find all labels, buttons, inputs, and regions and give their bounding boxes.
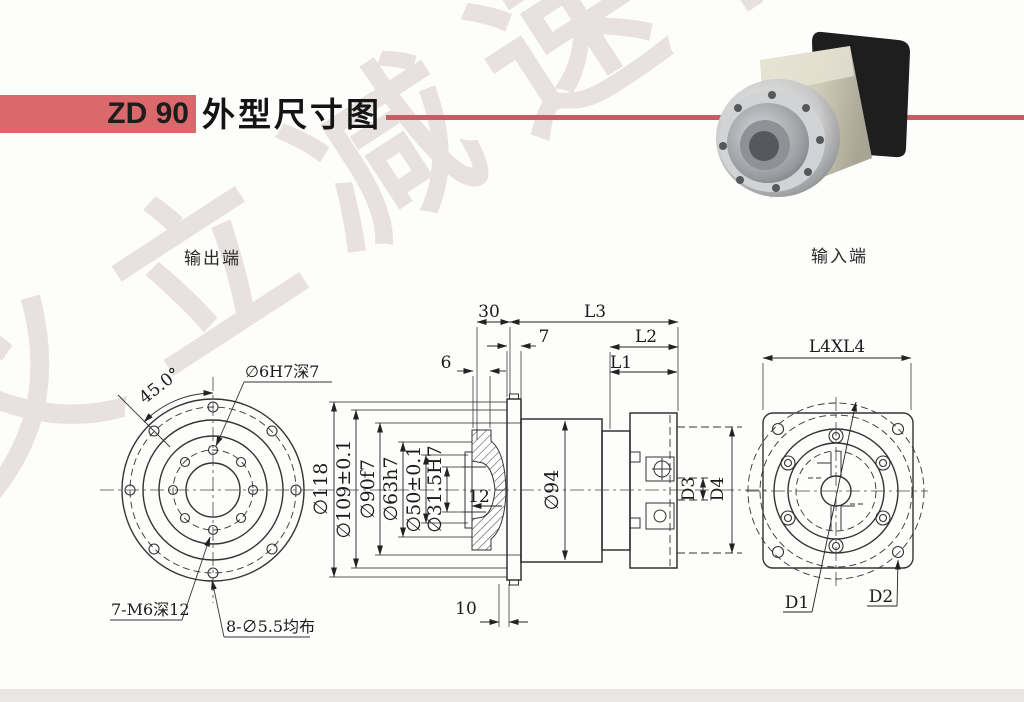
input-end-view [746, 355, 928, 613]
dim-label-10: 10 [455, 599, 477, 619]
clamp-hub-detail [808, 452, 864, 530]
dim-label-dia90: ∅90f7 [357, 459, 379, 519]
angle-arc [143, 390, 214, 423]
dim-label-dia109: ∅109±0.1 [333, 440, 355, 539]
mounting-flange [506, 398, 522, 581]
frame-dimension [762, 355, 912, 410]
leader-lines [110, 381, 332, 638]
dim-label-L1: L1 [610, 353, 632, 373]
dim-label-dia63: ∅63h7 [380, 456, 402, 521]
dim-label-pin-hole: ∅6H7深7 [245, 362, 319, 381]
header-accent-block: ZD 90 [0, 95, 196, 133]
dim-label-angle: 45.0° [135, 364, 184, 408]
product-model: ZD 90 [107, 97, 189, 130]
output-end-view [100, 377, 332, 638]
output-end-label: 输出端 [184, 249, 241, 269]
page-edge-strip [0, 689, 1024, 702]
dim-label-L4XL4: L4XL4 [809, 337, 865, 357]
dim-label-tapped-holes: 7-M6深12 [111, 600, 190, 619]
input-end-label: 输入端 [811, 247, 868, 267]
dim-label-D3: D3 [679, 477, 699, 501]
dim-label-6: 6 [441, 353, 452, 373]
diameter-dimensions [329, 401, 568, 578]
neck-section [601, 430, 631, 551]
dim-label-30: 30 [478, 302, 500, 322]
dim-label-bolt-holes: 8-∅5.5均布 [226, 617, 315, 636]
dim-label-7: 7 [539, 327, 550, 347]
dim-label-D2: D2 [869, 587, 893, 607]
product-photo [716, 31, 910, 198]
dim-label-D1: D1 [785, 593, 809, 613]
dim-label-dia315: ∅31.5H7 [424, 445, 446, 533]
photo-bolt-holes [719, 91, 824, 192]
dim-label-dia118: ∅118 [310, 463, 332, 516]
keyway-symbols [645, 456, 675, 530]
dim-label-L2: L2 [635, 327, 657, 347]
axial-dimensions [457, 319, 735, 627]
input-block [629, 412, 678, 569]
flange-screws [780, 428, 891, 554]
dim-label-dia50: ∅50±0.1 [403, 446, 425, 533]
dim-label-L3: L3 [584, 302, 606, 322]
input-leaders [783, 401, 901, 613]
dim-label-12: 12 [468, 487, 490, 507]
photo-bore [749, 131, 779, 161]
dim-label-dia94: ∅94 [541, 470, 563, 511]
page-title: 外型尺寸图 [202, 95, 382, 134]
dim-label-D4: D4 [708, 477, 728, 501]
header-rule-line [386, 115, 1024, 120]
